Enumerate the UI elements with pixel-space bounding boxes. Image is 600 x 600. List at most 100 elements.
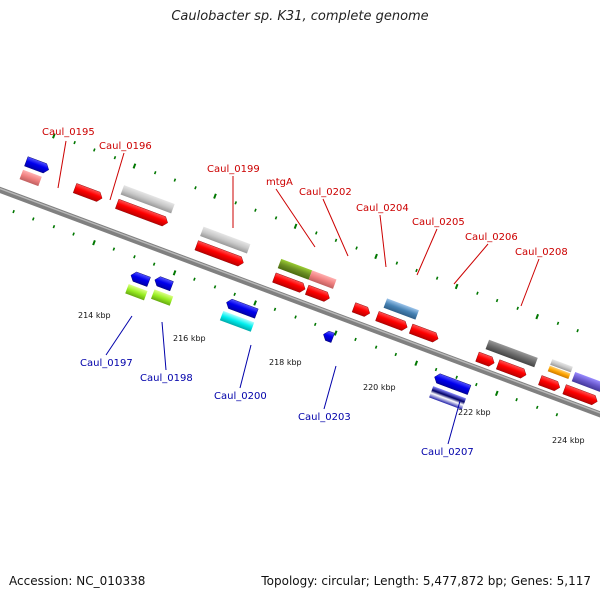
tick-mark bbox=[355, 246, 358, 250]
tick-mark bbox=[435, 276, 439, 280]
genome-backbone bbox=[0, 172, 600, 431]
tick-mark bbox=[73, 140, 76, 145]
gene-label-caul-0208[interactable]: Caul_0208 bbox=[515, 247, 568, 258]
gene-label-caul-0197[interactable]: Caul_0197 bbox=[80, 358, 133, 369]
reverse-strand bbox=[125, 271, 472, 410]
tick-mark bbox=[334, 238, 338, 243]
tick-mark bbox=[172, 270, 177, 276]
tick-mark bbox=[52, 224, 56, 229]
leader-line bbox=[105, 315, 133, 356]
tick-mark bbox=[434, 367, 438, 372]
tick-mark bbox=[132, 163, 137, 169]
forward-strand bbox=[19, 156, 600, 407]
gene-box-caul-0202[interactable] bbox=[308, 270, 337, 289]
gene-label-mtga[interactable]: mtgA bbox=[266, 177, 293, 188]
tick-mark bbox=[274, 216, 278, 220]
tick-label-220kbp: 220 kbp bbox=[363, 383, 396, 392]
gene-box-caul-0200[interactable] bbox=[219, 310, 255, 332]
gene-box-caul-0205[interactable] bbox=[383, 298, 419, 320]
tick-mark bbox=[213, 193, 217, 199]
gene-arrow-mtga[interactable] bbox=[272, 272, 306, 294]
gene-label-caul-0202[interactable]: Caul_0202 bbox=[299, 187, 352, 198]
gene-arrow-caul-0197[interactable] bbox=[129, 271, 151, 287]
tick-mark bbox=[576, 328, 579, 333]
gene-arrow-caul-0204[interactable] bbox=[351, 302, 371, 318]
outer-tick-ring bbox=[52, 133, 579, 333]
gene-box-caul-0197[interactable] bbox=[125, 284, 148, 301]
tick-mark bbox=[52, 133, 56, 139]
gene-arrow-caul-0205[interactable] bbox=[375, 311, 409, 332]
tick-mark bbox=[152, 262, 156, 266]
gene-label-caul-0198[interactable]: Caul_0198 bbox=[140, 373, 193, 384]
gene-box-caul-0196-grey[interactable] bbox=[120, 185, 175, 214]
gene-arrow-caul-0198[interactable] bbox=[153, 275, 174, 292]
tick-mark bbox=[133, 255, 136, 259]
gene-box[interactable] bbox=[571, 371, 600, 392]
gene-arrow-caul-0195[interactable] bbox=[72, 183, 104, 203]
gene-arrow[interactable] bbox=[538, 375, 561, 392]
tick-mark bbox=[113, 155, 117, 160]
tick-mark bbox=[293, 223, 298, 229]
gene-arrow-caul-0203[interactable] bbox=[322, 330, 335, 343]
gene-label-caul-0196[interactable]: Caul_0196 bbox=[99, 141, 152, 152]
genome-backbone-highlight bbox=[0, 173, 600, 428]
tick-mark bbox=[535, 405, 539, 410]
gene-arrow-caul-0199[interactable] bbox=[194, 240, 245, 268]
gene-box-mtga[interactable] bbox=[277, 258, 313, 280]
tick-mark bbox=[294, 315, 297, 319]
gene-label-caul-0203[interactable]: Caul_0203 bbox=[298, 412, 351, 423]
gene-label-caul-0204[interactable]: Caul_0204 bbox=[356, 203, 409, 214]
gene-box-caul-0199-grey[interactable] bbox=[200, 226, 251, 254]
gene-arrow-caul-0208b[interactable] bbox=[495, 359, 528, 380]
leader-line bbox=[416, 228, 438, 276]
tick-mark bbox=[72, 232, 75, 236]
tick-mark bbox=[556, 321, 560, 326]
tick-mark bbox=[475, 382, 478, 387]
forward-gene-labels: Caul_0195 Caul_0196 Caul_0199 mtgA Caul_… bbox=[42, 127, 568, 307]
tick-mark bbox=[233, 292, 236, 296]
gene-box-caul-0207[interactable] bbox=[429, 386, 467, 410]
gene-arrow-caul-0202[interactable] bbox=[305, 284, 331, 303]
gene-label-caul-0200[interactable]: Caul_0200 bbox=[214, 391, 267, 402]
tick-mark bbox=[535, 313, 540, 320]
tick-mark bbox=[374, 345, 378, 349]
gene-label-caul-0199[interactable]: Caul_0199 bbox=[207, 164, 260, 175]
tick-mark bbox=[194, 186, 197, 190]
gene-box-caul-0208-dark[interactable] bbox=[485, 339, 538, 368]
tick-mark bbox=[253, 300, 257, 306]
gene-arrow-caul-0196[interactable] bbox=[115, 198, 169, 227]
tick-mark bbox=[93, 148, 96, 152]
leader-line bbox=[379, 214, 387, 268]
gene-label-caul-0195[interactable]: Caul_0195 bbox=[42, 127, 95, 138]
tick-label-216kbp: 216 kbp bbox=[173, 334, 206, 343]
tick-label-218kbp: 218 kbp bbox=[269, 358, 302, 367]
gene-box[interactable] bbox=[19, 169, 42, 187]
gene-box[interactable] bbox=[547, 365, 571, 379]
gene-arrow-caul-0200[interactable] bbox=[225, 298, 259, 319]
gene-arrow[interactable] bbox=[24, 156, 50, 175]
genome-stats-text: Topology: circular; Length: 5,477,872 bp… bbox=[261, 574, 591, 588]
gene-arrow-caul-0206[interactable] bbox=[408, 323, 440, 344]
map-title: Caulobacter sp. K31, complete genome bbox=[171, 9, 429, 24]
tick-mark bbox=[455, 375, 458, 379]
gene-label-caul-0205[interactable]: Caul_0205 bbox=[412, 217, 465, 228]
leader-line bbox=[453, 243, 489, 285]
tick-mark bbox=[213, 285, 217, 289]
reverse-gene-labels: Caul_0197 Caul_0198 Caul_0200 Caul_0203 … bbox=[80, 315, 474, 458]
gene-arrow[interactable] bbox=[562, 384, 599, 407]
tick-mark bbox=[234, 201, 238, 205]
gene-arrow-caul-0208a[interactable] bbox=[475, 351, 496, 368]
gene-label-caul-0207[interactable]: Caul_0207 bbox=[421, 447, 474, 458]
tick-mark bbox=[32, 217, 35, 221]
gene-box-caul-0198[interactable] bbox=[151, 289, 174, 306]
tick-mark bbox=[414, 360, 419, 366]
tick-mark bbox=[395, 261, 399, 265]
gene-arrow-caul-0207[interactable] bbox=[433, 372, 472, 395]
leader-line bbox=[57, 140, 67, 189]
leader-line bbox=[447, 400, 461, 445]
gene-label-caul-0206[interactable]: Caul_0206 bbox=[465, 232, 518, 243]
tick-mark bbox=[254, 208, 257, 212]
gene-box[interactable] bbox=[550, 359, 573, 373]
